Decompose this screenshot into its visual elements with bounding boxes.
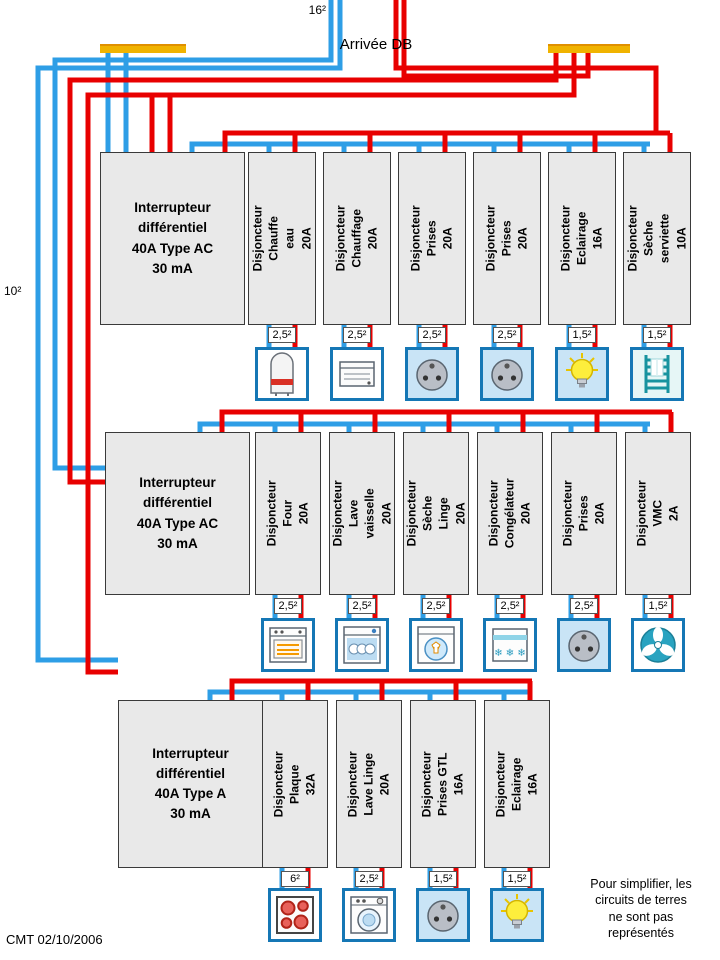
- differential-label: Interrupteur différentiel 40A Type AC 30…: [136, 475, 219, 551]
- breaker-label: Disjoncteur Prises 20A: [483, 205, 531, 272]
- busbar-right: [548, 44, 630, 53]
- breaker-module: Disjoncteur Prises GTL 16A: [410, 700, 476, 868]
- breaker-module: Disjoncteur Chauffage 20A: [323, 152, 391, 325]
- breaker-label: Disjoncteur Eclairage 16A: [493, 750, 541, 818]
- wire-size-label: 1,5²: [644, 598, 672, 614]
- footnote-text: Pour simplifier, les circuits de terres …: [590, 877, 692, 940]
- socket-icon: [405, 347, 459, 401]
- dishwasher-icon: [335, 618, 389, 672]
- oven-icon: [261, 618, 315, 672]
- socket-icon: [480, 347, 534, 401]
- differential-switch: Interrupteur différentiel 40A Type A 30 …: [118, 700, 263, 868]
- neutral-drops-row1: [266, 144, 647, 152]
- wire-size-label: 1,5²: [643, 327, 671, 343]
- socket-icon: [557, 618, 611, 672]
- breaker-label: Disjoncteur Prises 20A: [560, 480, 608, 547]
- neutral-wire-feed-diff3: [35, 0, 343, 663]
- breaker-label: Disjoncteur Four 20A: [264, 480, 312, 547]
- light-bulb-icon: [555, 347, 609, 401]
- socket-icon: [416, 888, 470, 942]
- phase-drops-row3: [305, 681, 533, 700]
- breaker-label: Disjoncteur Lave Linge 20A: [345, 750, 393, 818]
- breaker-module: Disjoncteur Lave Linge 20A: [336, 700, 402, 868]
- breaker-label: Disjoncteur Prises GTL 16A: [419, 750, 467, 818]
- wire-size-label: 2,5²: [355, 871, 383, 887]
- breaker-label: Disjoncteur Congélateur 20A: [486, 478, 534, 549]
- differential-label: Interrupteur différentiel 40A Type A 30 …: [152, 745, 229, 822]
- neutral-bus-row1: [189, 141, 650, 152]
- wire-size-label: 2,5²: [496, 598, 524, 614]
- light-bulb-icon: [490, 888, 544, 942]
- breaker-module: Disjoncteur Prises 20A: [398, 152, 466, 325]
- differential-switch: Interrupteur différentiel 40A Type AC 30…: [100, 152, 245, 325]
- tumble-dryer-icon: [409, 618, 463, 672]
- breaker-module: Disjoncteur Chauffe eau 20A: [248, 152, 316, 325]
- wire-size-label: 6²: [281, 871, 309, 887]
- neutral-outputs-row3: [279, 868, 507, 888]
- neutral-drops-row2: [272, 424, 648, 432]
- phase-drops-row2: [298, 412, 674, 432]
- breaker-label: Disjoncteur Sèche serviette 10A: [625, 205, 689, 272]
- svg-text:❄ ❄ ❄: ❄ ❄ ❄: [494, 648, 526, 659]
- incoming-wire-size-label: 16²: [308, 3, 326, 17]
- breaker-label: Disjoncteur Chauffe eau 20A: [250, 205, 314, 272]
- wire-size-label: 2,5²: [418, 327, 446, 343]
- washing-machine-icon: [342, 888, 396, 942]
- water-heater-icon: [255, 347, 309, 401]
- neutral-wire-feed-diff1: [105, 52, 129, 152]
- wire-size-label: 2,5²: [493, 327, 521, 343]
- wire-size-label: 2,5²: [343, 327, 371, 343]
- breaker-module: Disjoncteur Prises 20A: [473, 152, 541, 325]
- neutral-bus-row3: [207, 689, 530, 700]
- fan-icon: [631, 618, 685, 672]
- wire-size-label: 2,5²: [348, 598, 376, 614]
- breaker-module: Disjoncteur Eclairage 16A: [484, 700, 550, 868]
- phase-wire-feed-diff3: [85, 53, 577, 675]
- breaker-module: Disjoncteur VMC 2A: [625, 432, 691, 595]
- breaker-module: Disjoncteur Congélateur 20A: [477, 432, 543, 595]
- phase-wire-feed-diff1: [149, 95, 173, 152]
- differential-switch: Interrupteur différentiel 40A Type AC 30…: [105, 432, 250, 595]
- heater-icon: [330, 347, 384, 401]
- wire-size-label: 2,5²: [570, 598, 598, 614]
- wire-size-label: 2,5²: [422, 598, 450, 614]
- breaker-module: Disjoncteur Four 20A: [255, 432, 321, 595]
- wire-size-label: 1,5²: [568, 327, 596, 343]
- breaker-module: Disjoncteur Plaque 32A: [262, 700, 328, 868]
- breaker-label: Disjoncteur VMC 2A: [634, 480, 682, 547]
- breaker-label: Disjoncteur Plaque 32A: [271, 750, 319, 818]
- phase-wire-incoming-1: [393, 0, 659, 133]
- credit-text: CMT 02/10/2006: [6, 932, 103, 947]
- breaker-label: Disjoncteur Chauffage 20A: [333, 205, 381, 272]
- wire-size-label: 1,5²: [503, 871, 531, 887]
- wire-size-label: 2,5²: [268, 327, 296, 343]
- differential-label: Interrupteur différentiel 40A Type AC 30…: [131, 200, 214, 276]
- phase-wire-incoming-2: [401, 0, 591, 79]
- breaker-label: Disjoncteur Prises 20A: [408, 205, 456, 272]
- neutral-bus-row2: [197, 421, 650, 432]
- breaker-module: Disjoncteur Eclairage 16A: [548, 152, 616, 325]
- towel-dryer-icon: [630, 347, 684, 401]
- breaker-label: Disjoncteur Sèche Linge 20A: [404, 480, 468, 547]
- phase-drops-row1: [292, 133, 673, 152]
- breaker-module: Disjoncteur Sèche Linge 20A: [403, 432, 469, 595]
- breaker-module: Disjoncteur Prises 20A: [551, 432, 617, 595]
- phase-bus-row3: [229, 678, 532, 700]
- page-title: Arrivée DB: [339, 36, 413, 53]
- wire-size-label: 2,5²: [274, 598, 302, 614]
- freezer-icon: ❄ ❄ ❄: [483, 618, 537, 672]
- phase-outputs-row3: [305, 868, 533, 888]
- neutral-drops-row3: [279, 692, 507, 700]
- breaker-label: Disjoncteur Lave vaisselle 20A: [330, 480, 394, 547]
- cooktop-icon: [268, 888, 322, 942]
- feeder-wire-size-label: 10²: [4, 284, 22, 298]
- phase-wire-feed-diff2: [67, 53, 559, 485]
- breaker-module: Disjoncteur Sèche serviette 10A: [623, 152, 691, 325]
- breaker-label: Disjoncteur Eclairage 16A: [558, 205, 606, 272]
- busbar-left: [100, 44, 186, 53]
- breaker-module: Disjoncteur Lave vaisselle 20A: [329, 432, 395, 595]
- wire-size-label: 1,5²: [429, 871, 457, 887]
